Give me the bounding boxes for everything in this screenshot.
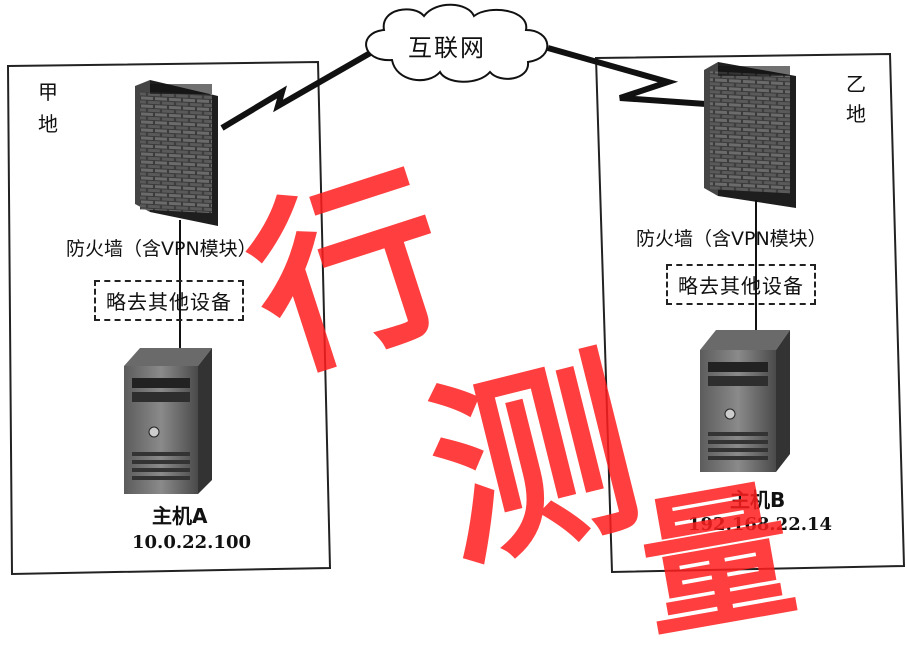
firewall-a-icon [135, 80, 218, 226]
omitted-devices-a: 略去其他设备 [94, 280, 244, 321]
host-b-name: 主机B [730, 488, 786, 512]
site-b-boundary [594, 52, 906, 574]
site-a-name-line1: 甲 [38, 80, 58, 104]
diagram-graphics [6, 3, 906, 576]
internet-label: 互联网 [408, 34, 486, 62]
site-a-name-line2: 地 [38, 112, 58, 136]
internet-cloud-icon [365, 3, 549, 83]
wan-link-b [547, 45, 707, 107]
firewall-a-label: 防火墙（含VPN模块） [66, 238, 257, 260]
site-b-name-line2: 地 [846, 102, 866, 126]
host-a-name: 主机A [152, 504, 208, 528]
firewall-b-icon [704, 62, 796, 208]
server-a-icon [124, 348, 212, 494]
server-b-icon [700, 330, 790, 472]
site-a-boundary [6, 60, 332, 576]
site-b-name-line1: 乙 [846, 72, 866, 96]
network-diagram: 互联网 甲 地 防火墙（含VPN模块） 略去其他设备 主机A 10.0.22.1… [6, 3, 906, 660]
firewall-b-label: 防火墙（含VPN模块） [636, 228, 827, 250]
omitted-devices-b: 略去其他设备 [666, 264, 816, 305]
host-a-ip: 10.0.22.100 [132, 532, 251, 553]
wan-link-a [220, 49, 374, 131]
host-b-ip: 192.168.22.14 [688, 514, 833, 535]
